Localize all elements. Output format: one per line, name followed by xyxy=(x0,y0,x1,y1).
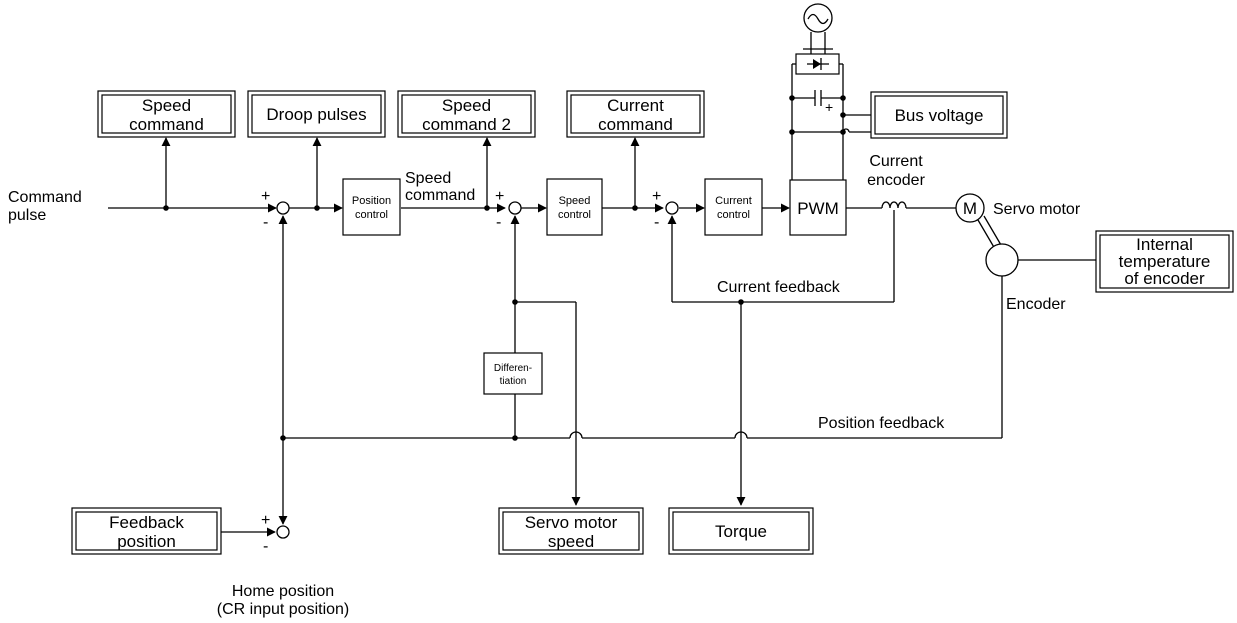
pwm-block: PWM xyxy=(789,179,847,236)
diagram-labels: Command pulse Speed command Current enco… xyxy=(8,153,1081,618)
svg-text:-: - xyxy=(496,214,501,231)
svg-text:+: + xyxy=(652,188,661,205)
svg-text:temperature: temperature xyxy=(1119,252,1211,271)
svg-text:PWM: PWM xyxy=(797,199,839,218)
svg-text:Current: Current xyxy=(715,195,752,207)
feedback-lines xyxy=(221,210,1003,537)
svg-text:command: command xyxy=(598,115,673,134)
svg-text:control: control xyxy=(355,209,388,221)
command-pulse-label: Command xyxy=(8,189,82,206)
current-encoder-label: Current xyxy=(869,153,923,170)
svg-text:control: control xyxy=(558,209,591,221)
monitor-bus-voltage: Bus voltage xyxy=(870,91,1008,139)
svg-text:-: - xyxy=(654,214,659,231)
monitor-taps xyxy=(161,137,640,211)
svg-text:Torque: Torque xyxy=(715,522,767,541)
speed-control-block: Speed control xyxy=(546,178,603,236)
svg-text:(CR input position): (CR input position) xyxy=(217,601,350,618)
monitor-speed-command: Speed command xyxy=(97,90,236,138)
svg-text:Current: Current xyxy=(607,96,664,115)
sum-junction-current xyxy=(665,201,679,215)
monitor-droop-pulses: Droop pulses xyxy=(247,90,386,138)
summing-junctions xyxy=(276,201,679,539)
svg-text:speed: speed xyxy=(548,532,594,551)
svg-text:Differen-: Differen- xyxy=(494,363,532,374)
svg-text:Feedback: Feedback xyxy=(109,513,184,532)
monitor-internal-temperature: Internal temperature of encoder xyxy=(1095,230,1234,293)
svg-text:command: command xyxy=(405,187,475,204)
servo-motor-label: Servo motor xyxy=(993,201,1081,218)
monitor-current-command: Current command xyxy=(566,90,705,138)
junction-signs: + - + - + - + - xyxy=(261,188,661,555)
encoder-label: Encoder xyxy=(1006,296,1066,313)
differentiation-block: Differen- tiation xyxy=(483,352,543,395)
ac-source-icon xyxy=(803,3,833,33)
sum-junction-speed xyxy=(508,201,522,215)
encoder-icon xyxy=(985,243,1019,277)
motor-icon xyxy=(955,193,985,223)
svg-text:Speed: Speed xyxy=(142,96,191,115)
svg-text:Servo motor: Servo motor xyxy=(525,513,618,532)
svg-text:command 2: command 2 xyxy=(422,115,511,134)
current-feedback-label: Current feedback xyxy=(717,279,841,296)
svg-text:Position: Position xyxy=(352,195,391,207)
monitor-torque: Torque xyxy=(668,507,814,555)
monitor-speed-command-2: Speed command 2 xyxy=(397,90,536,138)
svg-text:-: - xyxy=(263,538,268,555)
svg-text:Droop pulses: Droop pulses xyxy=(266,105,366,124)
position-control-block: Position control xyxy=(342,178,401,236)
svg-text:Speed: Speed xyxy=(442,96,491,115)
svg-text:-: - xyxy=(263,214,268,231)
diode-icon xyxy=(813,59,821,69)
svg-text:+: + xyxy=(825,99,833,115)
monitor-servo-motor-speed: Servo motor speed xyxy=(498,507,644,555)
svg-text:+: + xyxy=(495,188,504,205)
sum-junction-home xyxy=(276,525,290,539)
svg-text:Speed: Speed xyxy=(559,195,591,207)
svg-text:+: + xyxy=(261,512,270,529)
motor-and-encoder: M xyxy=(955,193,1096,277)
current-control-block: Current control xyxy=(704,178,763,236)
svg-text:M: M xyxy=(963,199,977,218)
position-feedback-label: Position feedback xyxy=(818,415,945,432)
svg-text:pulse: pulse xyxy=(8,207,46,224)
svg-text:position: position xyxy=(117,532,176,551)
svg-text:tiation: tiation xyxy=(500,376,527,387)
power-circuit: + xyxy=(789,3,871,180)
svg-text:command: command xyxy=(129,115,204,134)
svg-text:+: + xyxy=(261,188,270,205)
svg-text:encoder: encoder xyxy=(867,172,925,189)
svg-text:Bus voltage: Bus voltage xyxy=(895,106,984,125)
monitor-feedback-position: Feedback position xyxy=(71,507,222,555)
svg-text:control: control xyxy=(717,209,750,221)
speed-command-label: Speed xyxy=(405,170,451,187)
home-position-label: Home position xyxy=(232,583,334,600)
svg-text:of encoder: of encoder xyxy=(1124,269,1205,288)
sum-junction-position xyxy=(276,201,290,215)
svg-text:Internal: Internal xyxy=(1136,235,1193,254)
